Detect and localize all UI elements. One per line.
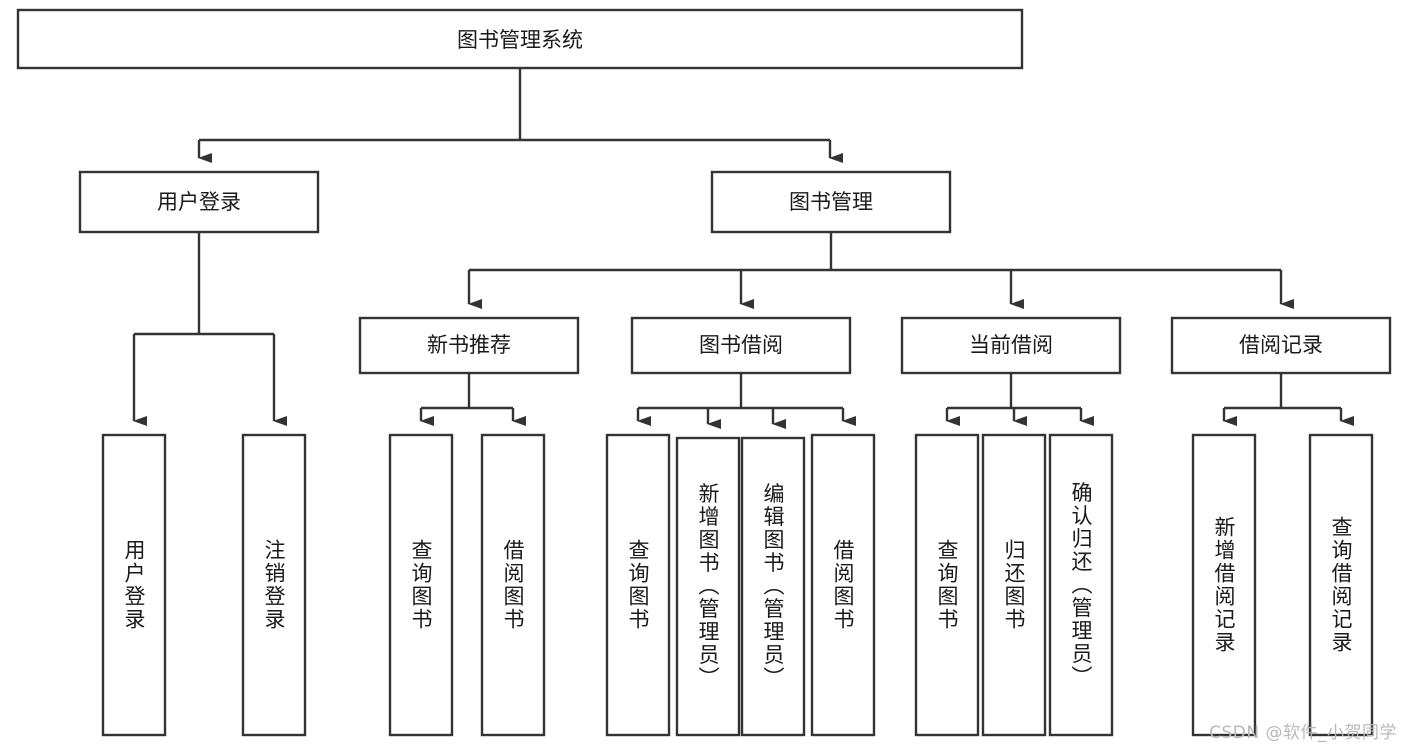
leaf-node-logout-box	[241, 433, 307, 737]
leaf-node-confirm-return[interactable]: 确认归还（管理员）	[1048, 433, 1114, 737]
leaf-node-edit-book[interactable]: 编辑图书（管理员）	[740, 436, 806, 737]
leaf-node-edit-book-box	[740, 436, 806, 737]
connector-layer	[132, 68, 1354, 429]
leaf-node-query-borrow-record[interactable]: 查询借阅记录	[1308, 433, 1374, 737]
node-root[interactable]: 图书管理系统	[16, 8, 1024, 70]
node-borrow-records-box	[1170, 316, 1392, 375]
node-user-login-label: 用户登录	[157, 190, 241, 214]
leaf-node-return-book-box	[981, 433, 1047, 737]
leaf-node-query-book-borrow-box	[605, 433, 671, 737]
leaf-node-logout-label: 注销登录	[262, 539, 286, 631]
leaf-node-edit-book-label: 编辑图书（管理员）	[761, 483, 785, 690]
leaf-node-return-book[interactable]: 归还图书	[981, 433, 1047, 737]
leaf-node-add-book-box	[675, 436, 741, 737]
leaf-node-query-book-current-box	[914, 433, 980, 737]
node-book-manage-box	[710, 170, 952, 234]
node-book-borrow-box	[630, 316, 852, 375]
leaf-node-query-book-current[interactable]: 查询图书	[914, 433, 980, 737]
leaf-node-add-book-label: 新增图书（管理员）	[696, 483, 720, 690]
node-book-manage[interactable]: 图书管理	[710, 170, 952, 234]
node-book-borrow[interactable]: 图书借阅	[630, 316, 852, 375]
node-current-borrow[interactable]: 当前借阅	[900, 316, 1122, 375]
node-new-book-recommend-box	[358, 316, 580, 375]
leaf-node-query-book-current-label: 查询图书	[935, 539, 959, 631]
leaf-node-return-book-label: 归还图书	[1002, 539, 1026, 631]
leaf-node-add-borrow-record-label: 新增借阅记录	[1212, 516, 1236, 654]
leaf-node-confirm-return-box	[1048, 433, 1114, 737]
leaf-node-query-book-recommend[interactable]: 查询图书	[388, 433, 454, 737]
node-borrow-records-label: 借阅记录	[1239, 333, 1323, 357]
leaf-node-borrow-book-label: 借阅图书	[831, 539, 855, 631]
leaf-node-user-login-box	[101, 433, 167, 737]
leaf-node-user-login[interactable]: 用户登录	[101, 433, 167, 737]
leaf-node-query-borrow-record-box	[1308, 433, 1374, 737]
leaf-node-borrow-book-recommend[interactable]: 借阅图书	[480, 433, 546, 737]
leaf-node-query-book-recommend-label: 查询图书	[409, 539, 433, 631]
node-borrow-records[interactable]: 借阅记录	[1170, 316, 1392, 375]
leaf-node-borrow-book-recommend-box	[480, 433, 546, 737]
node-current-borrow-label: 当前借阅	[969, 333, 1053, 357]
leaf-node-add-book[interactable]: 新增图书（管理员）	[675, 436, 741, 737]
leaf-node-query-borrow-record-label: 查询借阅记录	[1329, 516, 1353, 654]
node-current-borrow-box	[900, 316, 1122, 375]
node-root-label: 图书管理系统	[457, 28, 583, 52]
node-root-box	[16, 8, 1024, 70]
leaf-node-borrow-book[interactable]: 借阅图书	[810, 433, 876, 737]
node-book-borrow-label: 图书借阅	[699, 333, 783, 357]
node-new-book-recommend-label: 新书推荐	[427, 333, 511, 357]
leaf-node-user-login-label: 用户登录	[122, 539, 146, 631]
leaf-node-borrow-book-box	[810, 433, 876, 737]
leaf-node-confirm-return-label: 确认归还（管理员）	[1069, 482, 1093, 689]
leaf-node-query-book-borrow[interactable]: 查询图书	[605, 433, 671, 737]
node-book-manage-label: 图书管理	[789, 190, 873, 214]
node-user-login-box	[78, 170, 320, 234]
leaf-node-logout[interactable]: 注销登录	[241, 433, 307, 737]
leaf-node-query-book-borrow-label: 查询图书	[626, 539, 650, 631]
leaf-node-add-borrow-record[interactable]: 新增借阅记录	[1191, 433, 1257, 737]
node-new-book-recommend[interactable]: 新书推荐	[358, 316, 580, 375]
node-user-login[interactable]: 用户登录	[78, 170, 320, 234]
leaf-node-borrow-book-recommend-label: 借阅图书	[501, 539, 525, 631]
leaf-node-query-book-recommend-box	[388, 433, 454, 737]
leaf-node-add-borrow-record-box	[1191, 433, 1257, 737]
